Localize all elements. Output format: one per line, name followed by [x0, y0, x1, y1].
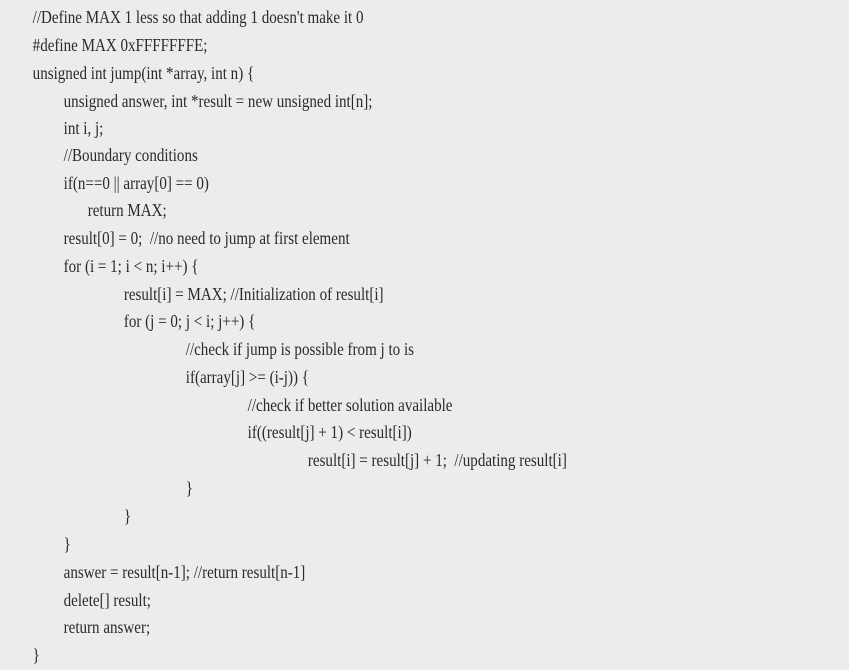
- code-line: unsigned answer, int *result = new unsig…: [63, 91, 373, 111]
- code-line: unsigned int jump(int *array, int n) {: [32, 63, 255, 83]
- code-line: //check if better solution available: [247, 395, 453, 415]
- code-line: result[0] = 0; //no need to jump at firs…: [63, 228, 350, 248]
- code-line: delete[] result;: [63, 590, 151, 610]
- code-line: return answer;: [63, 617, 151, 637]
- code-line: }: [32, 645, 40, 665]
- code-line: //Define MAX 1 less so that adding 1 doe…: [32, 7, 364, 27]
- code-line: if(n==0 || array[0] == 0): [63, 173, 209, 193]
- code-line: answer = result[n-1]; //return result[n-…: [63, 562, 306, 582]
- code-line: for (j = 0; j < i; j++) {: [123, 311, 256, 331]
- code-line: return MAX;: [87, 200, 167, 220]
- code-line: }: [185, 478, 193, 498]
- code-line: int i, j;: [63, 118, 104, 138]
- code-line: }: [63, 534, 71, 554]
- code-line: //Boundary conditions: [63, 145, 198, 165]
- code-line: if(array[j] >= (i-j)) {: [185, 367, 309, 387]
- code-listing: //Define MAX 1 less so that adding 1 doe…: [32, 7, 567, 665]
- code-line: result[i] = result[j] + 1; //updating re…: [307, 450, 567, 470]
- code-line: }: [123, 506, 132, 526]
- code-line: if((result[j] + 1) < result[i]): [247, 422, 412, 442]
- code-line: #define MAX 0xFFFFFFFE;: [32, 35, 208, 55]
- code-line: //check if jump is possible from j to is: [185, 339, 414, 359]
- code-line: result[i] = MAX; //Initialization of res…: [123, 284, 384, 304]
- code-line: for (i = 1; i < n; i++) {: [63, 256, 199, 276]
